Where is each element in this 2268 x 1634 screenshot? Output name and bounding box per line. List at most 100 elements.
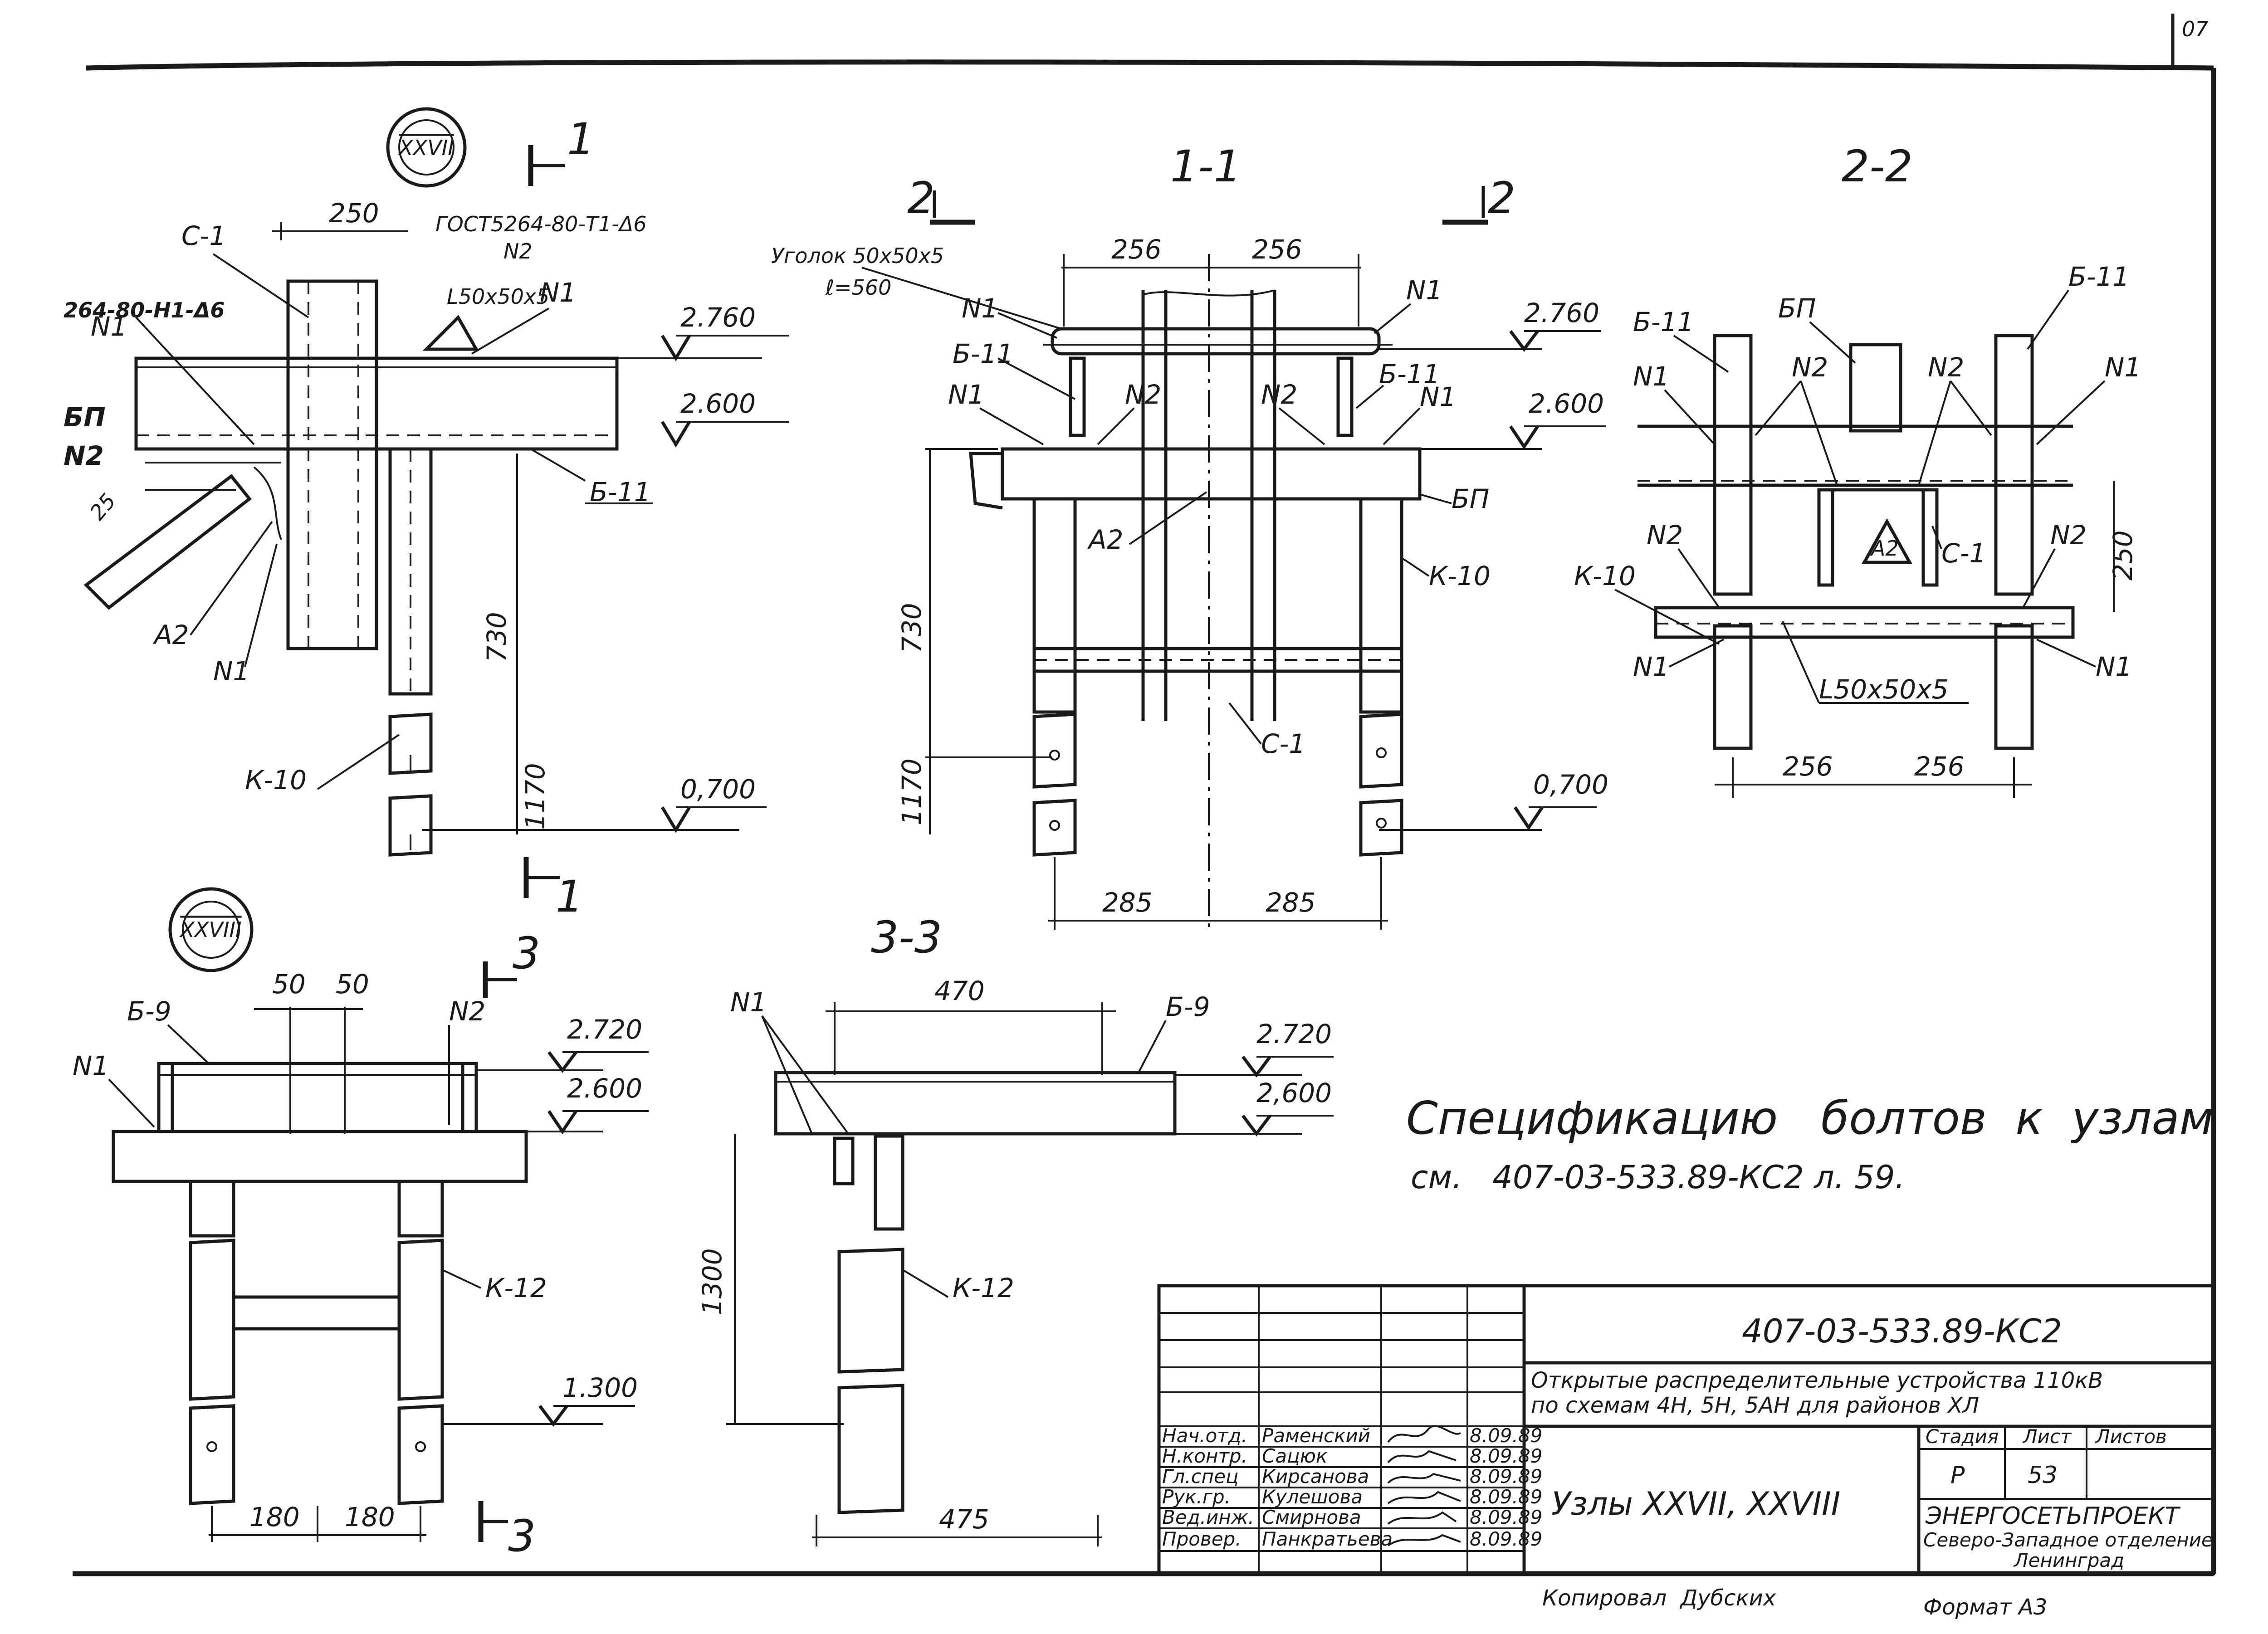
title-block-project-1: Открытые распределительные устройства 11…: [1531, 1368, 2103, 1393]
node-marker-xxvii: XXVII: [386, 107, 467, 188]
svg-text:1: 1: [556, 871, 583, 922]
title-block-project-2: по схемам 4Н, 5Н, 5АН для районов ХЛ: [1531, 1393, 1979, 1418]
girder-bp: [1001, 447, 1422, 501]
label-2-2-n2c: N2: [1647, 520, 1683, 551]
title-block-sheet-name: Узлы XXVII, XXVIII: [1551, 1485, 1840, 1522]
label-1-1-n1b: N1: [948, 379, 984, 410]
signatures: [1387, 1425, 1461, 1546]
label-1-1-n2b: N2: [1261, 379, 1297, 410]
title-block-stage: Р: [1950, 1462, 1965, 1489]
label-2-2-n1d: N1: [2096, 651, 2132, 682]
elev-1-1-1: 2.760: [1379, 298, 1601, 352]
column-c1: [286, 279, 378, 650]
horizontal-brace: [1032, 647, 1403, 673]
svg-text:1300: 1300: [697, 1248, 728, 1315]
cut-mark-1-top: 1: [528, 114, 595, 186]
label-n1c: N1: [213, 656, 249, 687]
svg-text:8.09.89: 8.09.89: [1470, 1506, 1542, 1528]
svg-text:250: 250: [2107, 530, 2138, 580]
brace: [83, 474, 252, 610]
label-ugolok: Уголок 50х50х5: [771, 244, 944, 268]
title-block-sheets-header: Листов: [2095, 1425, 2167, 1448]
svg-text:2.760: 2.760: [1524, 298, 1599, 328]
elev-1-1-2: 2.600: [1420, 388, 1606, 450]
svg-text:285: 285: [1102, 887, 1153, 918]
svg-text:Нач.отд.: Нач.отд.: [1162, 1424, 1247, 1447]
label-3-3-n1: N1: [730, 987, 767, 1018]
dims-2-2: 256 256 250: [1715, 481, 2138, 798]
svg-text:Кирсанова: Кирсанова: [1262, 1465, 1369, 1488]
svg-text:Гл.спец: Гл.спец: [1162, 1465, 1239, 1488]
label-xxviii-k12: К-12: [485, 1273, 547, 1303]
brace-xxviii: [232, 1295, 401, 1331]
svg-text:256: 256: [1252, 234, 1302, 265]
svg-text:1.300: 1.300: [562, 1372, 638, 1403]
title-block-org-2: Северо-Западное отделение: [1923, 1529, 2213, 1551]
svg-text:2.600: 2.600: [1529, 388, 1604, 419]
svg-text:Кулешова: Кулешова: [1262, 1486, 1363, 1508]
svg-text:Смирнова: Смирнова: [1262, 1506, 1361, 1528]
label-1-1-b11b: Б-11: [1379, 359, 1440, 390]
svg-text:256: 256: [1914, 751, 1965, 782]
dims-xxvii: 250 730 1170: [272, 198, 739, 834]
label-k10: К-10: [245, 765, 307, 795]
note-line-2: см. 407-03-533.89-КС2 л. 59.: [1411, 1159, 1905, 1196]
staff-row: Нач.отд. Раменский 8.09.89: [1162, 1424, 1542, 1447]
staff-row: Рук.гр. Кулешова 8.09.89: [1162, 1486, 1542, 1508]
label-2-2-b11b: Б-11: [2068, 261, 2130, 292]
angle-top: [422, 315, 479, 351]
svg-text:2: 2: [907, 173, 935, 224]
svg-text:Панкратьева: Панкратьева: [1262, 1528, 1393, 1550]
title-block-code: 407-03-533.89-КС2: [1742, 1312, 2062, 1350]
svg-text:256: 256: [1783, 751, 1833, 782]
label-2-2-a2: А2: [1870, 536, 1899, 561]
girder-xxviii: [112, 1130, 528, 1183]
elev-xxvii-1: 2.760: [617, 302, 789, 361]
label-c1: С-1: [181, 220, 226, 251]
svg-text:3: 3: [513, 928, 540, 979]
top-plate: [1051, 327, 1381, 356]
svg-text:2: 2: [1488, 173, 1515, 224]
label-n1b: N1: [91, 311, 127, 342]
svg-text:285: 285: [1266, 887, 1316, 918]
cut-mark-1-bottom: 1: [523, 857, 583, 922]
svg-text:0,700: 0,700: [680, 774, 756, 805]
staff-row: Вед.инж. Смирнова 8.09.89: [1162, 1506, 1542, 1528]
svg-text:0,700: 0,700: [1533, 769, 1608, 800]
dims-1-1: 256 256 730 1170 285 285: [896, 234, 1388, 930]
label-1-1-n2a: N2: [1125, 379, 1161, 410]
elev-xxvii-2: 2.600: [660, 388, 789, 448]
svg-text:8.09.89: 8.09.89: [1470, 1465, 1542, 1488]
sheet-format: Формат А3: [1923, 1595, 2047, 1620]
posts-k12: [189, 1180, 444, 1505]
svg-text:250: 250: [329, 198, 379, 229]
svg-text:2.600: 2.600: [567, 1073, 642, 1104]
note-line-1: Спецификацию болтов к узлам: [1406, 1092, 2214, 1145]
svg-text:1170: 1170: [520, 763, 551, 830]
label-2-2-n2d: N2: [2050, 520, 2087, 551]
label-2-2-n2a: N2: [1792, 352, 1828, 383]
svg-text:Рук.гр.: Рук.гр.: [1162, 1486, 1231, 1508]
svg-text:475: 475: [939, 1504, 989, 1535]
cut-mark-2-left: 2: [907, 173, 975, 225]
svg-text:Вед.инж.: Вед.инж.: [1162, 1506, 1254, 1528]
svg-text:2,600: 2,600: [1256, 1078, 1332, 1108]
node-marker-xxviii: XXVIII: [168, 887, 254, 972]
label-a2: А2: [152, 619, 189, 650]
elev-xxviii-2: 2.600: [526, 1073, 649, 1135]
label-2-2-c1: С-1: [1941, 538, 1986, 569]
label-n1a: N1: [540, 277, 576, 308]
svg-text:180: 180: [345, 1502, 395, 1532]
label-1-1-bp: БП: [1452, 483, 1489, 514]
node-xxvii: XXVII 1 1: [64, 107, 789, 922]
svg-text:256: 256: [1111, 234, 1162, 265]
label-xxviii-b9: Б-9: [127, 996, 171, 1027]
label-angle: L50х50х5: [447, 284, 549, 309]
label-3-3-b9: Б-9: [1166, 991, 1210, 1022]
svg-text:2.720: 2.720: [567, 1014, 642, 1045]
label-1-1-n1a: N1: [962, 293, 998, 324]
svg-text:Н.контр.: Н.контр.: [1162, 1445, 1247, 1467]
svg-text:8.09.89: 8.09.89: [1470, 1445, 1542, 1467]
label-gost1: ГОСТ5264-80-Т1-Δ6: [435, 212, 647, 236]
